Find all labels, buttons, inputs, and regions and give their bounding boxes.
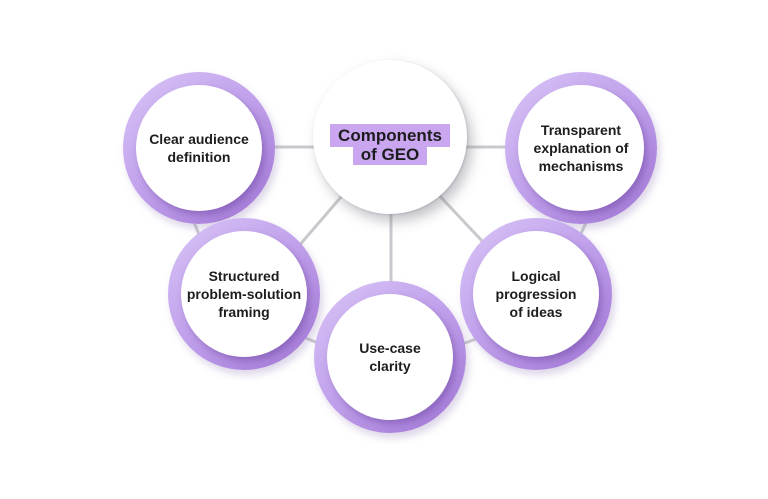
node-structured-problem-solution-framing: Structured problem-solution framing: [168, 218, 320, 370]
node-clear-audience-definition: Clear audience definition: [123, 72, 275, 224]
node-label-logical-progression-of-ideas: Logical progression of ideas: [495, 267, 577, 321]
node-inner-circle: Clear audience definition: [136, 85, 262, 211]
diagram-title-line1: Components: [330, 124, 450, 147]
node-inner-circle: Transparent explanation of mechanisms: [518, 85, 644, 211]
node-inner-circle: Structured problem-solution framing: [181, 231, 307, 357]
node-label-use-case-clarity: Use-case clarity: [359, 339, 421, 374]
node-label-transparent-explanation-of-mechanisms: Transparent explanation of mechanisms: [533, 121, 629, 175]
node-use-case-clarity: Use-case clarity: [314, 281, 466, 433]
node-transparent-explanation-of-mechanisms: Transparent explanation of mechanisms: [505, 72, 657, 224]
diagram-title-line2: of GEO: [352, 144, 428, 166]
node-label-clear-audience-definition: Clear audience definition: [149, 130, 249, 165]
node-inner-circle: Use-case clarity: [327, 294, 453, 420]
node-inner-circle: Logical progression of ideas: [473, 231, 599, 357]
diagram-title: Components of GEO: [293, 124, 487, 166]
node-label-structured-problem-solution-framing: Structured problem-solution framing: [186, 267, 302, 321]
node-logical-progression-of-ideas: Logical progression of ideas: [460, 218, 612, 370]
